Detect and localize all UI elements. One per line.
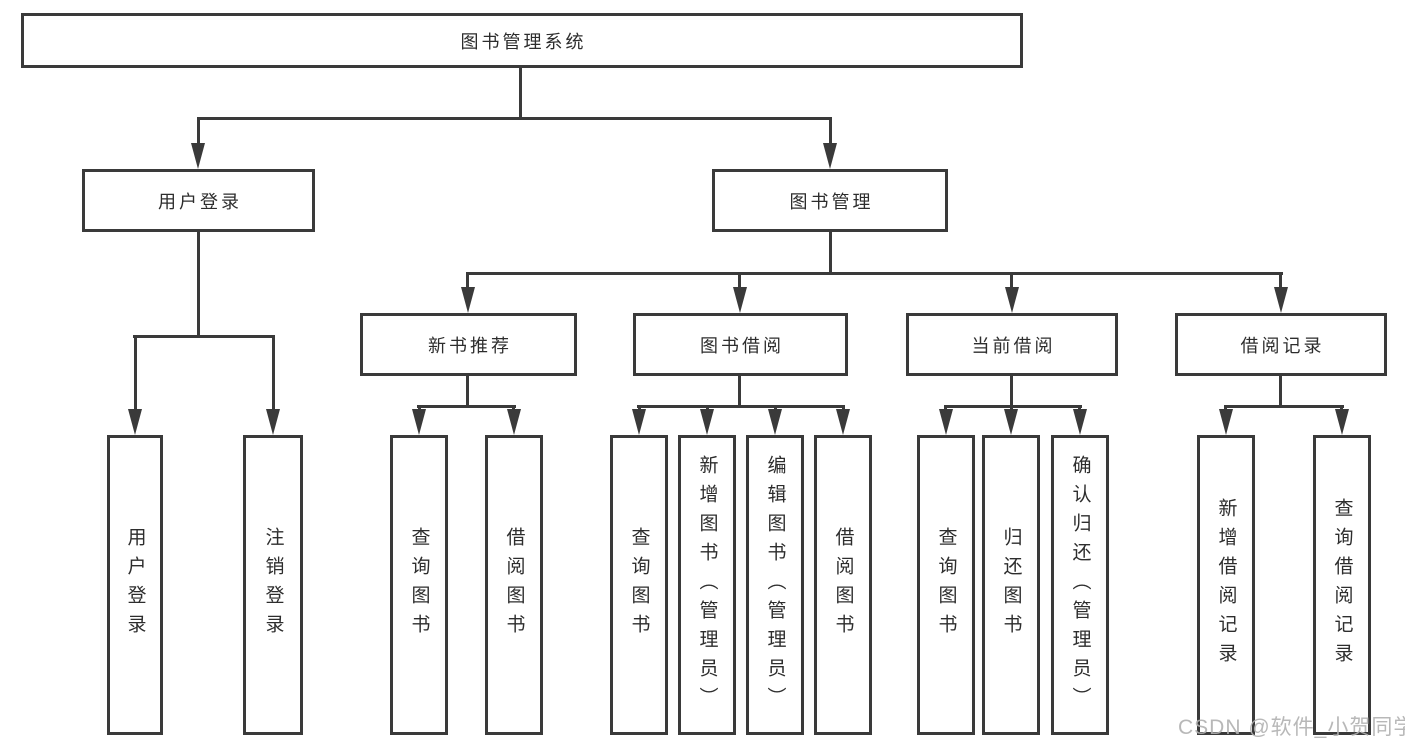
arrowhead xyxy=(1274,287,1288,313)
connector-line xyxy=(1010,376,1013,408)
arrowhead xyxy=(700,409,714,435)
connector-line xyxy=(738,376,741,408)
node-label: 借阅图书 xyxy=(503,527,525,643)
arrowhead xyxy=(823,143,837,169)
node-label: 用户登录 xyxy=(124,527,146,643)
arrowhead xyxy=(836,409,850,435)
leaf-add-book-admin: 新增图书（管理员） xyxy=(678,435,736,735)
connector-line xyxy=(519,68,522,117)
node-label: 注销登录 xyxy=(262,527,284,643)
arrowhead xyxy=(507,409,521,435)
node-label: 借阅图书 xyxy=(832,527,854,643)
connector-line xyxy=(197,232,200,335)
arrowhead xyxy=(461,287,475,313)
node-label: 借阅记录 xyxy=(1240,335,1325,356)
connector-line xyxy=(272,335,275,413)
node-label: 查询图书 xyxy=(628,527,650,643)
node-label: 查询图书 xyxy=(935,527,957,643)
node-label: 确认归还（管理员） xyxy=(1069,454,1091,716)
node-user-login: 用户登录 xyxy=(82,169,315,232)
leaf-borrow-books: 借阅图书 xyxy=(814,435,872,735)
connector-line xyxy=(1279,272,1282,290)
node-label: 新增借阅记录 xyxy=(1215,498,1237,672)
node-label: 编辑图书（管理员） xyxy=(764,454,786,716)
arrowhead xyxy=(768,409,782,435)
node-label: 图书借阅 xyxy=(700,335,784,356)
node-label: 用户登录 xyxy=(158,191,242,212)
arrowhead xyxy=(632,409,646,435)
node-label: 查询图书 xyxy=(408,527,430,643)
node-label: 图书管理系统 xyxy=(460,31,587,52)
leaf-query-books: 查询图书 xyxy=(917,435,975,735)
leaf-add-borrow-record: 新增借阅记录 xyxy=(1197,435,1255,735)
node-book-borrowing: 图书借阅 xyxy=(633,313,848,376)
arrowhead xyxy=(191,143,205,169)
connector-line xyxy=(417,405,516,408)
connector-line xyxy=(197,117,200,147)
leaf-confirm-return-admin: 确认归还（管理员） xyxy=(1051,435,1109,735)
arrowhead xyxy=(128,409,142,435)
connector-line xyxy=(829,117,832,147)
arrowhead xyxy=(733,287,747,313)
arrowhead xyxy=(412,409,426,435)
node-library-management-system: 图书管理系统 xyxy=(21,13,1023,68)
node-current-borrowing: 当前借阅 xyxy=(906,313,1118,376)
leaf-return-books: 归还图书 xyxy=(982,435,1040,735)
arrowhead xyxy=(1004,409,1018,435)
arrowhead xyxy=(1335,409,1349,435)
connector-line xyxy=(738,272,741,290)
leaf-borrow-books: 借阅图书 xyxy=(485,435,543,735)
node-label: 查询借阅记录 xyxy=(1331,498,1353,672)
node-label: 图书管理 xyxy=(789,191,874,212)
connector-line xyxy=(466,272,469,290)
arrowhead xyxy=(1073,409,1087,435)
watermark-text: CSDN @软件_小贺同学 xyxy=(1178,716,1405,739)
arrowhead xyxy=(1005,287,1019,313)
node-label: 归还图书 xyxy=(1000,527,1022,643)
node-label: 当前借阅 xyxy=(971,335,1056,356)
arrowhead xyxy=(1219,409,1233,435)
connector-line xyxy=(637,405,845,408)
connector-line xyxy=(1279,376,1282,408)
leaf-query-borrow-record: 查询借阅记录 xyxy=(1313,435,1371,735)
leaf-logout: 注销登录 xyxy=(243,435,303,735)
leaf-edit-book-admin: 编辑图书（管理员） xyxy=(746,435,804,735)
arrowhead xyxy=(939,409,953,435)
connector-line xyxy=(197,117,832,120)
node-new-book-recommend: 新书推荐 xyxy=(360,313,577,376)
node-label: 新增图书（管理员） xyxy=(696,454,718,716)
connector-line xyxy=(1010,272,1013,290)
leaf-query-books: 查询图书 xyxy=(610,435,668,735)
connector-line xyxy=(133,335,275,338)
connector-line xyxy=(944,405,1082,408)
node-borrowing-records: 借阅记录 xyxy=(1175,313,1387,376)
arrowhead xyxy=(266,409,280,435)
connector-line xyxy=(466,272,1283,275)
connector-line xyxy=(466,376,469,408)
connector-line xyxy=(1224,405,1344,408)
connector-line xyxy=(134,335,137,413)
node-label: 新书推荐 xyxy=(428,335,512,356)
node-book-management: 图书管理 xyxy=(712,169,948,232)
leaf-user-login: 用户登录 xyxy=(107,435,163,735)
leaf-query-books: 查询图书 xyxy=(390,435,448,735)
connector-line xyxy=(829,232,832,272)
